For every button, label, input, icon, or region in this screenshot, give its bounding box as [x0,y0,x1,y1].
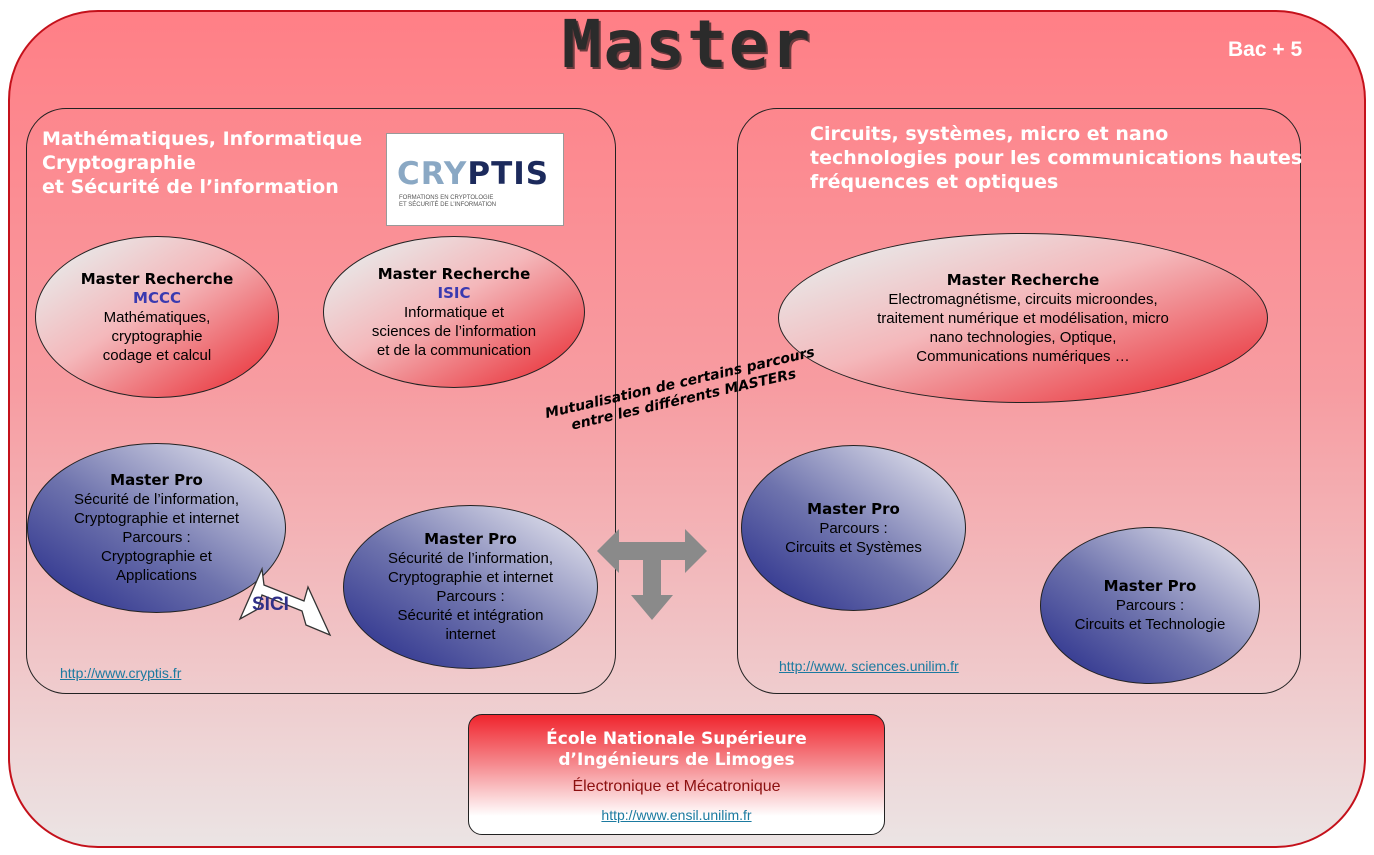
bubble-line: Communications numériques … [916,347,1130,365]
bubble-line: Cryptographie et [101,548,212,565]
right-panel [737,108,1301,694]
master-frame [8,10,1366,848]
bubble-line: Applications [116,567,197,584]
right-heading-line: fréquences et optiques [810,171,1059,193]
right-section-heading: Circuits, systèmes, micro et nano techno… [810,122,1350,194]
bubble-title: Master Pro [424,530,517,548]
bubble-code: ISIC [437,283,471,302]
bubble-line: traitement numérique et modélisation, mi… [877,309,1169,327]
bubble-title: Master Recherche [80,269,234,288]
logo-part: PT [467,156,514,192]
bubble-line: Parcours : [1115,597,1185,614]
double-arrow-icon [238,566,332,637]
cryptis-wordmark: CRYPTIS [397,156,549,192]
master-pro-circuits-systemes: Master Pro Parcours : Circuits et Systèm… [741,445,966,611]
bubble-line: Circuits et Systèmes [785,538,922,556]
sciences-link[interactable]: http://www. sciences.unilim.fr [779,658,959,674]
bubble-title: Master Pro [807,499,900,518]
bubble-line: cryptographie [111,327,203,345]
bubble-title: Master Pro [1103,577,1197,595]
page-title: Master [561,6,813,83]
bubble-line: nano technologies, Optique, [929,328,1117,346]
master-pro-sici: Master Pro Sécurité de l’information, Cr… [343,505,598,669]
ensil-subtitle: Électronique et Mécatronique [572,778,781,795]
tee-arrow-icon [597,529,707,620]
bubble-line: codage et calcul [102,346,212,364]
logo-part: IS [513,156,550,192]
right-heading-line: Circuits, systèmes, micro et nano [810,123,1169,145]
master-pro-applications: Master Pro Sécurité de l’information, Cr… [27,443,286,613]
bubble-code: MCCC [133,288,181,307]
ensil-link-wrap: http://www.ensil.unilim.fr [469,807,884,825]
ensil-name-line: d’Ingénieurs de Limoges [558,750,795,770]
left-heading-line: Cryptographie [42,152,196,174]
bubble-line: Parcours : [819,519,888,537]
master-pro-circuits-technologie: Master Pro Parcours : Circuits et Techno… [1040,527,1260,684]
master-recherche-mccc: Master Recherche MCCC Mathématiques, cry… [35,236,279,398]
bubble-line: Mathématiques, [103,308,211,326]
ensil-name-line: École Nationale Supérieure [546,729,807,749]
left-panel [26,108,616,694]
bubble-line: Parcours : [436,588,505,605]
right-heading-line: technologies pour les communications hau… [810,147,1303,169]
left-heading-line: et Sécurité de l’information [42,176,339,198]
bubble-line: Parcours : [122,529,191,546]
tagline-line: ET SÉCURITÉ DE L’INFORMATION [399,202,497,208]
master-recherche-circuits: Master Recherche Electromagnétisme, circ… [778,233,1268,403]
master-recherche-isic: Master Recherche ISIC Informatique et sc… [323,236,585,388]
cryptis-logo: CRYPTIS FORMATIONS EN CRYPTOLOGIE ET SÉC… [386,133,564,226]
bubble-line: Circuits et Technologie [1074,616,1226,633]
bubble-line: Cryptographie et internet [387,569,554,586]
bubble-line: Electromagnétisme, circuits microondes, [888,290,1158,308]
bubble-title: Master Recherche [946,270,1100,289]
bubble-title: Master Recherche [377,264,531,283]
ensil-link[interactable]: http://www.ensil.unilim.fr [601,807,752,823]
left-section-heading: Mathématiques, Informatique Cryptographi… [42,127,382,199]
level-badge: Bac + 5 [1228,38,1303,61]
left-heading-line: Mathématiques, Informatique [42,128,363,150]
bubble-line: Sécurité et intégration [397,607,544,624]
cryptis-link[interactable]: http://www.cryptis.fr [60,665,182,681]
ensil-name: École Nationale Supérieure d’Ingénieurs … [469,729,884,771]
bubble-line: Sécurité de l’information, [387,550,554,567]
ensil-box: École Nationale Supérieure d’Ingénieurs … [468,714,885,835]
sici-label: SICI [252,594,289,615]
bubble-line: internet [445,626,496,643]
bubble-line: et de la communication [376,341,532,359]
cryptis-tagline: FORMATIONS EN CRYPTOLOGIE ET SÉCURITÉ DE… [399,195,509,209]
logo-part: CRY [397,156,468,192]
bubble-line: Informatique et [403,303,505,321]
tagline-line: FORMATIONS EN CRYPTOLOGIE [399,195,494,201]
bubble-line: Cryptographie et internet [73,510,240,527]
bubble-title: Master Pro [110,471,203,489]
bubble-line: sciences de l’information [371,322,537,340]
bubble-line: Sécurité de l’information, [73,491,240,508]
